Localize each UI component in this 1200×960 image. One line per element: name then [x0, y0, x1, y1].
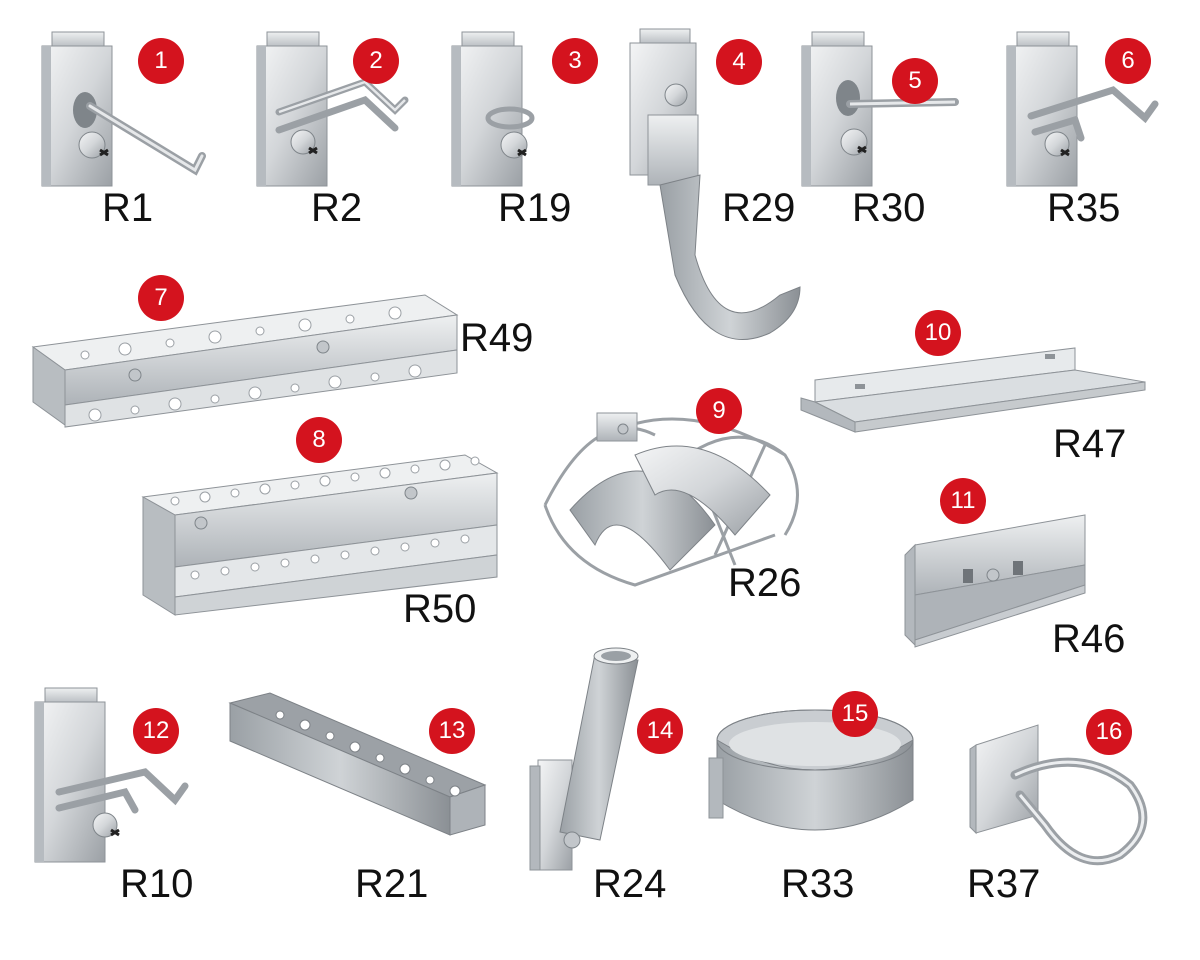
item-number-badge: 16 — [1086, 709, 1132, 755]
product-r2: 2 R2 — [245, 20, 435, 230]
item-number-badge: 4 — [716, 39, 762, 85]
loop-hook-icon — [969, 724, 1148, 866]
item-number-badge: 10 — [915, 310, 961, 356]
item-number-badge: 5 — [892, 58, 938, 104]
product-r21: 13 R21 — [220, 685, 495, 910]
item-number-badge: 12 — [133, 708, 179, 754]
item-code-label: R49 — [460, 316, 534, 360]
item-number-badge: 6 — [1105, 38, 1151, 84]
item-code-label: R37 — [967, 862, 1041, 906]
item-number-badge: 9 — [696, 388, 742, 434]
item-code-label: R33 — [781, 862, 855, 906]
single-hook-icon — [41, 31, 206, 187]
ring-clip-icon — [451, 31, 535, 187]
product-r46: 11 R46 — [895, 475, 1135, 665]
item-code-label: R50 — [403, 587, 477, 631]
perforated-strip-rack-icon — [228, 692, 487, 836]
item-code-label: R30 — [852, 186, 926, 230]
hose-holder-icon — [543, 412, 799, 587]
item-code-label: R46 — [1052, 617, 1126, 661]
product-r26: 9 R26 — [535, 385, 825, 610]
item-code-label: R47 — [1053, 422, 1127, 466]
product-r10: 12 R10 — [25, 680, 225, 910]
product-r50: 8 R50 — [135, 415, 515, 635]
product-r37: 16 R37 — [960, 705, 1170, 910]
item-number-badge: 11 — [940, 478, 986, 524]
double-loop-hook-icon — [1006, 31, 1159, 187]
small-double-hook-icon — [34, 687, 189, 863]
tube-holder-icon — [529, 647, 639, 871]
item-code-label: R21 — [355, 862, 429, 906]
two-level-tool-rack-icon — [141, 454, 499, 616]
item-code-label: R1 — [102, 186, 154, 230]
product-r29: 4 R29 — [620, 15, 810, 355]
item-number-badge: 13 — [429, 708, 475, 754]
item-number-badge: 8 — [296, 417, 342, 463]
item-number-badge: 14 — [637, 708, 683, 754]
product-r47: 10 R47 — [795, 310, 1160, 470]
item-code-label: R19 — [498, 186, 572, 230]
item-code-label: R26 — [728, 561, 802, 605]
item-number-badge: 3 — [552, 38, 598, 84]
item-code-label: R24 — [593, 862, 667, 906]
item-number-badge: 15 — [832, 691, 878, 737]
channel-bracket-icon — [904, 514, 1086, 648]
item-number-badge: 7 — [138, 275, 184, 321]
straight-hook-icon — [801, 31, 959, 187]
product-r1: 1 R1 — [30, 20, 220, 230]
shelf-icon — [800, 347, 1146, 433]
item-number-badge: 1 — [138, 38, 184, 84]
curved-bracket-hook-icon — [629, 28, 801, 340]
item-number-badge: 2 — [353, 38, 399, 84]
item-code-label: R35 — [1047, 186, 1121, 230]
product-r33: 15 R33 — [705, 690, 930, 910]
item-code-label: R10 — [120, 862, 194, 906]
perforated-tool-rack-icon — [31, 294, 459, 428]
product-r35: 6 R35 — [995, 20, 1185, 230]
product-r30: 5 R30 — [790, 20, 980, 230]
item-code-label: R29 — [722, 186, 796, 230]
double-prong-hook-icon — [256, 31, 409, 187]
product-r24: 14 R24 — [520, 640, 700, 910]
item-code-label: R2 — [311, 186, 363, 230]
product-r19: 3 R19 — [440, 20, 610, 230]
product-r49: 7 R49 — [25, 275, 545, 435]
